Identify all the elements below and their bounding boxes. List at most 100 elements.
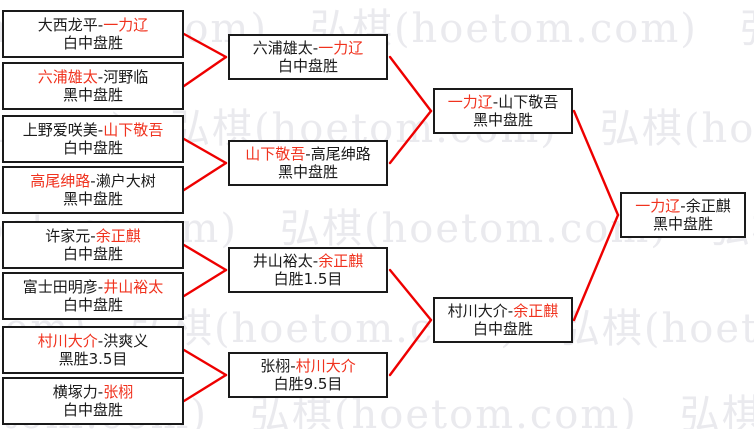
match-players: 村川大介-余正麒 <box>447 301 559 320</box>
match-result: 白中盘胜 <box>62 295 123 314</box>
player-separator: - <box>312 251 319 270</box>
connector-r1-2 <box>182 55 228 88</box>
connector-r3-1 <box>572 109 620 217</box>
player-one: 六浦雄太 <box>37 67 98 86</box>
match-result: 黑胜3.5目 <box>58 349 128 368</box>
match-box-round1-3[interactable]: 上野爱咲美-山下敬吾白中盘胜 <box>2 115 184 163</box>
player-one: 井山裕太 <box>252 251 313 270</box>
match-result: 白中盘胜 <box>62 33 123 52</box>
player-two: 濑户大树 <box>95 171 156 190</box>
connector-r2-1 <box>388 55 433 113</box>
player-two: 余正麒 <box>95 226 141 245</box>
player-separator: - <box>97 67 104 86</box>
match-players: 六浦雄太-河野临 <box>37 67 149 86</box>
match-box-round2-1[interactable]: 六浦雄太-一力辽白中盘胜 <box>228 34 388 80</box>
match-players: 井山裕太-余正麒 <box>252 251 364 270</box>
connector-r1-8 <box>182 373 228 403</box>
player-separator: - <box>97 277 104 296</box>
player-two: 一力辽 <box>103 15 149 34</box>
player-separator: - <box>97 382 104 401</box>
player-one: 张栩 <box>260 356 291 375</box>
match-players: 一力辽-山下敬吾 <box>448 92 559 111</box>
connector-r1-5 <box>182 243 228 272</box>
player-separator: - <box>290 356 296 375</box>
player-separator: - <box>97 15 104 34</box>
match-box-round1-5[interactable]: 许家元-余正麒白中盘胜 <box>2 221 184 269</box>
player-separator: - <box>305 144 311 163</box>
player-two: 山下敬吾 <box>498 92 559 111</box>
match-box-round3-1[interactable]: 一力辽-山下敬吾黑中盘胜 <box>433 88 573 134</box>
match-box-round4-1[interactable]: 一力辽-余正麒黑中盘胜 <box>620 192 746 238</box>
match-players: 高尾绅路-濑户大树 <box>30 171 156 190</box>
match-result: 黑中盘胜 <box>62 85 123 104</box>
match-box-round1-8[interactable]: 横塚力-张栩白中盘胜 <box>2 377 184 425</box>
player-two: 洪爽义 <box>103 331 149 350</box>
player-separator: - <box>492 92 499 111</box>
connector-r2-3 <box>388 268 433 322</box>
player-two: 村川大介 <box>295 356 356 375</box>
match-box-round1-1[interactable]: 大西龙平-一力辽白中盘胜 <box>2 10 184 58</box>
player-two: 余正麒 <box>318 251 364 270</box>
match-box-round2-3[interactable]: 井山裕太-余正麒白胜1.5目 <box>228 247 388 293</box>
match-result: 黑中盘胜 <box>652 214 713 233</box>
player-separator: - <box>97 331 104 350</box>
match-players: 张栩-村川大介 <box>260 356 356 375</box>
player-separator: - <box>90 226 96 245</box>
player-two: 井山裕太 <box>103 277 164 296</box>
match-players: 许家元-余正麒 <box>45 226 141 245</box>
connector-r1-1 <box>182 32 228 59</box>
player-one: 村川大介 <box>37 331 98 350</box>
match-box-round1-6[interactable]: 富士田明彦-井山裕太白中盘胜 <box>2 272 184 320</box>
match-players: 横塚力-张栩 <box>52 382 134 401</box>
player-one: 大西龙平 <box>37 15 98 34</box>
player-two: 山下敬吾 <box>103 120 164 139</box>
player-two: 一力辽 <box>318 38 364 57</box>
player-separator: - <box>312 38 319 57</box>
match-box-round1-7[interactable]: 村川大介-洪爽义黑胜3.5目 <box>2 326 184 374</box>
match-players: 村川大介-洪爽义 <box>37 331 149 350</box>
match-result: 白中盘胜 <box>472 319 533 338</box>
player-one: 六浦雄太 <box>252 38 313 57</box>
player-two: 高尾绅路 <box>310 144 371 163</box>
player-two: 张栩 <box>103 382 134 401</box>
match-box-round3-2[interactable]: 村川大介-余正麒白中盘胜 <box>433 297 573 343</box>
connector-r2-4 <box>388 318 433 377</box>
player-one: 横塚力 <box>52 382 98 401</box>
match-players: 一力辽-余正麒 <box>635 196 731 215</box>
connector-r1-3 <box>182 137 228 165</box>
match-players: 山下敬吾-高尾绅路 <box>245 144 371 163</box>
match-result: 白胜9.5目 <box>273 374 343 393</box>
match-result: 白中盘胜 <box>62 244 123 263</box>
connector-r2-2 <box>388 109 433 165</box>
match-players: 富士田明彦-井山裕太 <box>22 277 164 296</box>
match-players: 上野爱咲美-山下敬吾 <box>22 120 164 139</box>
match-box-round2-2[interactable]: 山下敬吾-高尾绅路黑中盘胜 <box>228 140 388 186</box>
player-separator: - <box>90 171 96 190</box>
player-one: 村川大介 <box>447 301 508 320</box>
match-result: 黑中盘胜 <box>277 162 338 181</box>
match-result: 黑中盘胜 <box>472 110 533 129</box>
match-result: 黑中盘胜 <box>62 189 123 208</box>
player-separator: - <box>97 120 104 139</box>
player-one: 许家元 <box>45 226 91 245</box>
player-one: 高尾绅路 <box>30 171 91 190</box>
match-result: 白中盘胜 <box>277 56 338 75</box>
match-result: 白胜1.5目 <box>273 269 343 288</box>
match-box-round1-4[interactable]: 高尾绅路-濑户大树黑中盘胜 <box>2 166 184 214</box>
player-one: 山下敬吾 <box>245 144 306 163</box>
connector-r1-4 <box>182 161 228 192</box>
player-separator: - <box>680 196 686 215</box>
match-box-round1-2[interactable]: 六浦雄太-河野临黑中盘胜 <box>2 62 184 110</box>
player-separator: - <box>507 301 514 320</box>
connector-r1-6 <box>182 268 228 298</box>
connector-r1-7 <box>182 348 228 377</box>
player-one: 上野爱咲美 <box>22 120 98 139</box>
match-box-round2-4[interactable]: 张栩-村川大介白胜9.5目 <box>228 352 388 398</box>
match-players: 六浦雄太-一力辽 <box>252 38 364 57</box>
match-players: 大西龙平-一力辽 <box>37 15 149 34</box>
player-two: 河野临 <box>103 67 149 86</box>
player-two: 余正麒 <box>685 196 731 215</box>
player-one: 富士田明彦 <box>22 277 98 296</box>
player-two: 余正麒 <box>513 301 559 320</box>
